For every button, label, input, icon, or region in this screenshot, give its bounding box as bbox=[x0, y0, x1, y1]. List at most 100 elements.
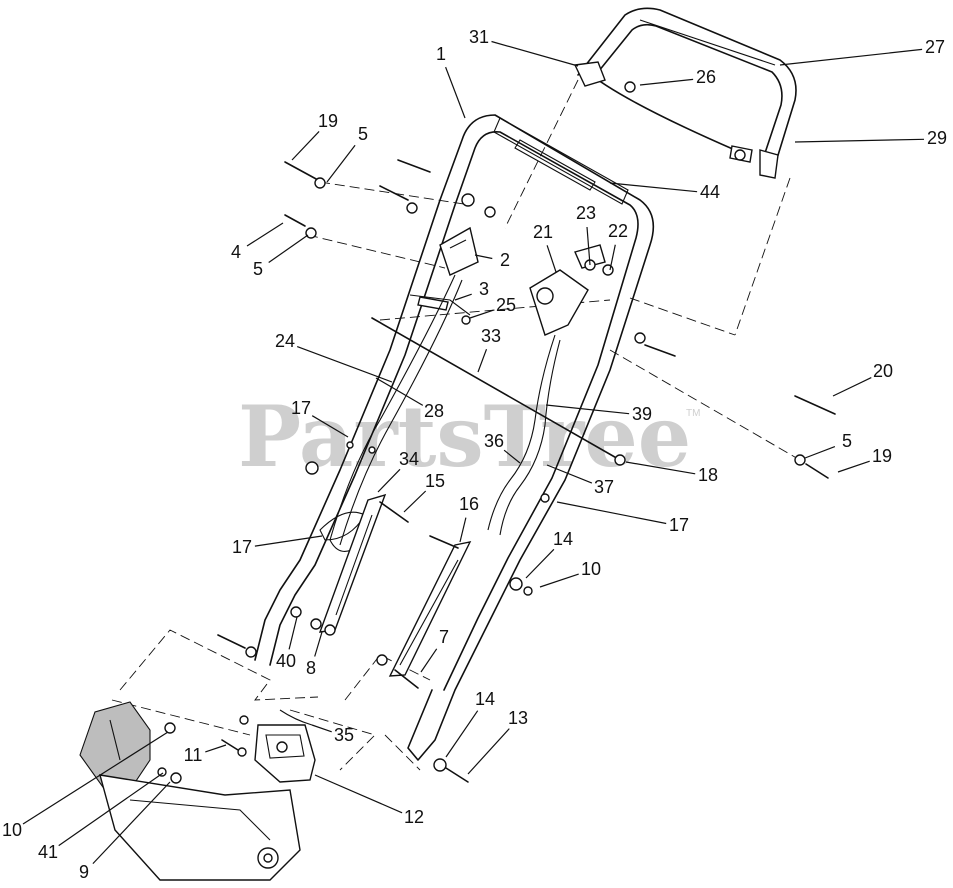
lower-side-arms bbox=[318, 493, 472, 677]
callout-leader-lines bbox=[22, 40, 925, 865]
leader-c17a bbox=[311, 415, 349, 438]
leader-c41 bbox=[58, 772, 164, 847]
leader-c14b bbox=[445, 710, 479, 758]
leader-c26 bbox=[639, 78, 694, 86]
callout-c25: 25 bbox=[496, 295, 516, 315]
leader-c19a bbox=[291, 130, 320, 161]
callout-c15: 15 bbox=[425, 471, 445, 491]
callout-c7: 7 bbox=[439, 627, 449, 647]
callout-c9: 9 bbox=[79, 862, 89, 882]
leader-c37 bbox=[546, 464, 593, 484]
control-brackets bbox=[371, 226, 626, 466]
leader-c11 bbox=[205, 744, 227, 753]
callout-c5c: 5 bbox=[842, 431, 852, 451]
leader-c25 bbox=[469, 309, 494, 319]
leader-c20 bbox=[832, 377, 872, 397]
callout-c12: 12 bbox=[404, 807, 424, 827]
leader-c17b bbox=[556, 501, 667, 525]
callout-c20: 20 bbox=[873, 361, 893, 381]
leader-c17c bbox=[254, 535, 323, 547]
leader-c15 bbox=[403, 490, 427, 513]
leader-c9 bbox=[92, 781, 171, 865]
leader-c3 bbox=[454, 293, 472, 301]
upper-bail-handle bbox=[573, 7, 797, 179]
callout-c1: 1 bbox=[436, 44, 446, 64]
leader-c35 bbox=[311, 724, 332, 733]
leader-c21 bbox=[546, 245, 557, 273]
callout-c26: 26 bbox=[696, 67, 716, 87]
callout-c34: 34 bbox=[399, 449, 419, 469]
leader-c22 bbox=[609, 244, 616, 271]
leader-c5c bbox=[804, 446, 836, 459]
leader-c5a bbox=[326, 144, 356, 183]
leader-c40 bbox=[288, 616, 298, 650]
main-handle-frame bbox=[254, 114, 655, 761]
callout-c31: 31 bbox=[469, 27, 489, 47]
callout-c2: 2 bbox=[500, 250, 510, 270]
callout-c17b: 17 bbox=[669, 515, 689, 535]
callout-c5b: 5 bbox=[253, 259, 263, 279]
callout-c40: 40 bbox=[276, 651, 296, 671]
callout-c44: 44 bbox=[700, 182, 720, 202]
callout-c5a: 5 bbox=[358, 124, 368, 144]
leader-c2 bbox=[474, 254, 493, 260]
callout-c14a: 14 bbox=[553, 529, 573, 549]
leader-c19b bbox=[837, 460, 870, 473]
callout-c21: 21 bbox=[533, 222, 553, 242]
leader-c44 bbox=[609, 182, 698, 193]
callout-c10b: 10 bbox=[2, 820, 22, 840]
callout-c33: 33 bbox=[481, 326, 501, 346]
callout-c13: 13 bbox=[508, 708, 528, 728]
callout-c22: 22 bbox=[608, 221, 628, 241]
mounting-bracket-12 bbox=[254, 709, 316, 783]
leader-c12 bbox=[314, 774, 403, 814]
callout-c14b: 14 bbox=[475, 689, 495, 709]
leader-c7 bbox=[420, 648, 438, 673]
leader-c29 bbox=[794, 138, 925, 143]
callout-c18: 18 bbox=[698, 465, 718, 485]
callout-c28: 28 bbox=[424, 401, 444, 421]
callout-c17c: 17 bbox=[232, 537, 252, 557]
callout-c3: 3 bbox=[479, 279, 489, 299]
callout-c19b: 19 bbox=[872, 446, 892, 466]
leader-c4 bbox=[246, 222, 284, 247]
leader-c1 bbox=[445, 66, 466, 119]
leader-c16 bbox=[459, 517, 467, 543]
bolts-washers-nuts bbox=[157, 159, 836, 784]
leader-c14a bbox=[525, 548, 555, 579]
callout-c35: 35 bbox=[334, 725, 354, 745]
callout-c27: 27 bbox=[925, 37, 945, 57]
leader-c31 bbox=[491, 40, 579, 67]
leader-c24 bbox=[296, 346, 393, 383]
callout-c37: 37 bbox=[594, 477, 614, 497]
leader-c10b bbox=[22, 731, 169, 825]
leader-c5b bbox=[268, 234, 309, 263]
partstree-trademark: TM bbox=[686, 408, 700, 419]
callout-c41: 41 bbox=[38, 842, 58, 862]
callout-c16: 16 bbox=[459, 494, 479, 514]
callout-c23: 23 bbox=[576, 203, 596, 223]
leader-c33 bbox=[477, 348, 488, 373]
callout-c36: 36 bbox=[484, 431, 504, 451]
callout-c39: 39 bbox=[632, 404, 652, 424]
callout-c29: 29 bbox=[927, 128, 947, 148]
leader-c13 bbox=[467, 728, 510, 775]
callout-c10a: 10 bbox=[581, 559, 601, 579]
callout-c4: 4 bbox=[231, 242, 241, 262]
leader-c39 bbox=[545, 404, 630, 415]
mower-deck-housing bbox=[79, 701, 301, 881]
leader-c10a bbox=[539, 573, 579, 588]
leader-c28 bbox=[375, 377, 424, 406]
leader-c8 bbox=[314, 631, 323, 657]
callout-c24: 24 bbox=[275, 331, 295, 351]
leader-c34 bbox=[377, 468, 401, 493]
callout-c19a: 19 bbox=[318, 111, 338, 131]
leader-c23 bbox=[586, 226, 591, 266]
leader-c36 bbox=[503, 449, 521, 464]
callout-c11: 11 bbox=[184, 745, 203, 765]
leader-c18 bbox=[625, 461, 696, 475]
callout-c17a: 17 bbox=[291, 398, 311, 418]
callout-c8: 8 bbox=[306, 658, 316, 678]
